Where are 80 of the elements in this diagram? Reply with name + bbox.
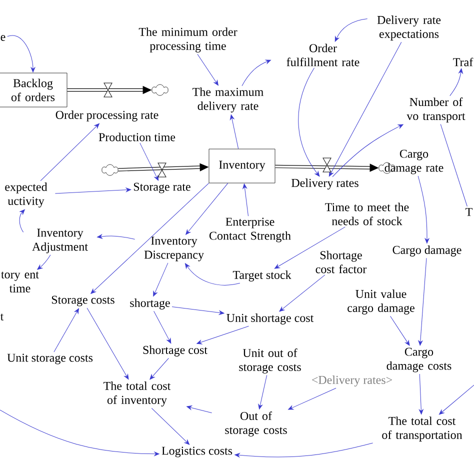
variable-label: Shortage cost factor [316, 250, 367, 274]
arrow [90, 182, 210, 294]
arrow [332, 124, 404, 178]
variable-label: Unit value cargo damage [348, 290, 414, 314]
cloud-icon [102, 164, 118, 176]
arrow [153, 262, 168, 296]
arrow [197, 54, 218, 86]
arrow [40, 123, 100, 182]
variable-label: Storage costs [52, 296, 114, 306]
arrow [230, 114, 239, 150]
stock-box: Backlog of orders [0, 72, 68, 108]
arrow [242, 184, 248, 216]
variable-label: The maximum delivery rate [192, 88, 264, 112]
cloud-icon [152, 84, 168, 96]
arrow [279, 274, 326, 312]
arrow [150, 358, 169, 380]
arrow [19, 209, 25, 232]
variable-label: Order processing rate [56, 110, 158, 122]
variable-label: Enterprise Contact Strength [210, 218, 291, 242]
arrow [242, 60, 271, 86]
arrow [196, 326, 249, 344]
variable-label: The total cost of transportation [382, 416, 462, 442]
variable-label: Time to meet the needs of stock [325, 202, 409, 226]
variable-label: t [0, 314, 4, 320]
variable-label: Unit out of storage costs [239, 348, 301, 374]
variable-label: Unit storage costs [7, 354, 93, 364]
arrow [186, 182, 228, 235]
arrow [0, 410, 160, 456]
arrow [419, 374, 424, 414]
arrow [7, 35, 36, 72]
variable-label: Cargo damage [392, 246, 462, 256]
arrow [140, 142, 159, 181]
arrow [234, 442, 374, 458]
arrow [288, 388, 336, 410]
arrow [86, 308, 129, 380]
arrow [450, 68, 463, 96]
variable-label: Number of vo transport [406, 98, 466, 122]
arrow [172, 306, 224, 315]
arrow [151, 408, 190, 445]
variable-label: Storage rate [134, 182, 190, 194]
arrow [418, 176, 430, 244]
variable-label: Cargo damage costs [386, 348, 452, 372]
arrow [97, 234, 136, 240]
variable-label: Shortage cost [143, 346, 208, 356]
variable-label: Target stock [232, 270, 292, 282]
connector-line [440, 124, 468, 207]
arrow [54, 308, 79, 352]
arrow [274, 226, 346, 269]
variable-label: The total cost of inventory [104, 382, 171, 406]
variable-label: Unit shortage cost [226, 314, 314, 324]
arrow [390, 316, 410, 346]
arrow [334, 18, 368, 42]
arrow [154, 310, 172, 344]
variable-label: Traf [453, 58, 474, 66]
arrow [258, 374, 268, 410]
arrow [298, 68, 320, 177]
arrow [184, 263, 240, 286]
arrow [186, 406, 212, 414]
stock-box: Inventory [208, 148, 276, 184]
variable-label: Delivery rates [292, 178, 358, 190]
variable-label: T [466, 208, 472, 216]
variable-label: Cargo damage rate [384, 150, 444, 174]
variable-label: Order fulfillment rate [286, 44, 360, 66]
variable-label: Inventory Adjustment [32, 228, 88, 254]
variable-label: shortage [130, 298, 170, 310]
variable-label: Production time [98, 132, 176, 142]
variable-label: Out of storage costs [225, 411, 287, 437]
variable-label: tory ent time [1, 272, 39, 292]
arrow [438, 384, 474, 415]
variable-label: Delivery rate expectations [377, 16, 441, 40]
arrow [328, 42, 402, 177]
shadow-variable-label: <Delivery rates> [312, 376, 392, 386]
variable-label: e [0, 35, 6, 41]
arrow [37, 254, 51, 270]
arrow [54, 188, 132, 194]
arrow [418, 258, 427, 346]
variable-label: expected uctivity [5, 182, 48, 208]
variable-label: The minimum order processing time [138, 28, 238, 52]
variable-label: Inventory Discrepancy [144, 236, 204, 262]
variable-label: Logistics costs [162, 446, 232, 458]
